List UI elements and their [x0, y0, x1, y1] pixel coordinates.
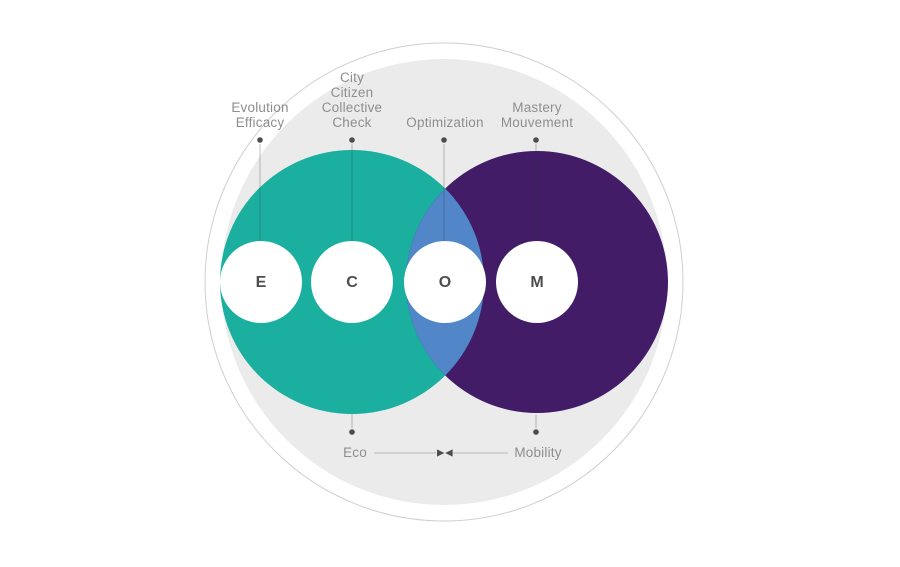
node-letter-o: O [438, 274, 452, 291]
node-circle-m [496, 241, 578, 323]
node-label-optimization: Optimization [406, 115, 484, 130]
node-label-evolution-efficacy: Evolution Efficacy [231, 100, 289, 130]
eco-mobility-connector [374, 449, 508, 457]
leader-dot-m [533, 137, 539, 143]
leader-dot-c [349, 137, 355, 143]
leader-dot-e [257, 137, 263, 143]
node-letter-c: C [346, 274, 358, 291]
node-letter-m: M [530, 274, 544, 291]
eco-axis-label: Eco [343, 445, 367, 460]
leader-lines [259, 144, 537, 428]
leader-dot-mobility [533, 429, 539, 435]
node-circle-o [404, 241, 486, 323]
arrow-right-icon [437, 449, 445, 457]
mobility-axis-label: Mobility [514, 445, 562, 460]
leader-dot-eco [349, 429, 355, 435]
node-circles [220, 241, 578, 323]
node-label-mastery-mouvement: Mastery Mouvement [500, 100, 574, 130]
node-circle-c [311, 241, 393, 323]
leader-dots [257, 137, 539, 435]
leader-dot-o [441, 137, 447, 143]
arrow-left-icon [445, 449, 453, 457]
node-circle-e [220, 241, 302, 323]
node-letter-e: E [255, 274, 267, 291]
node-label-city-citizen-collective-check: City Citizen Collective Check [321, 70, 383, 130]
outer-ring [204, 42, 684, 522]
